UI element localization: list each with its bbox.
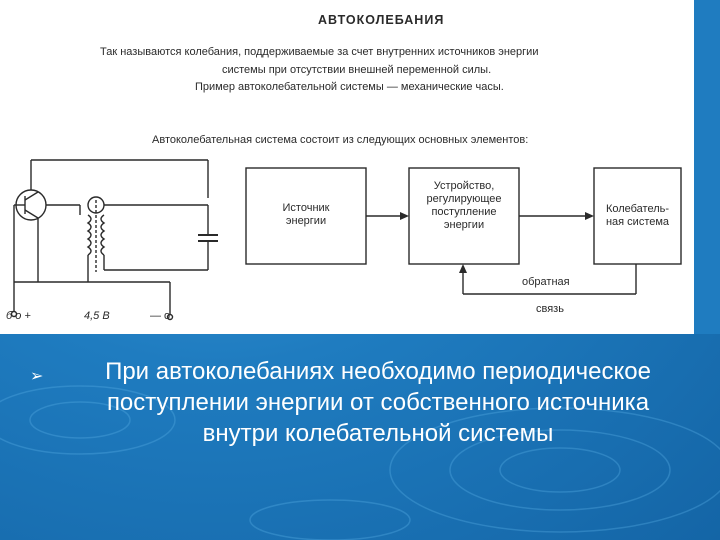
feedback-label-2: связь bbox=[536, 303, 564, 315]
circuit-schematic bbox=[10, 159, 218, 321]
scan-side-border bbox=[694, 0, 720, 334]
definition-line-1: Так называются колебания, поддерживаемые… bbox=[100, 46, 539, 58]
definition-line-2: системы при отсутствии внешней переменно… bbox=[222, 64, 492, 76]
block-label-regulator: Устройство, регулирующее поступление эне… bbox=[409, 180, 519, 232]
block-label-line: ная система bbox=[605, 216, 670, 228]
voltage-label: 4,5 В bbox=[84, 310, 110, 322]
scan-title: АВТОКОЛЕБАНИЯ bbox=[318, 13, 445, 27]
block-label-line: Источник bbox=[282, 202, 330, 214]
block-label-line: поступление bbox=[431, 206, 497, 218]
bullet-line-1: При автоколебаниях необходимо периодичес… bbox=[105, 358, 651, 385]
arrow-head-icon bbox=[459, 264, 467, 273]
diagram-drawing bbox=[10, 159, 682, 321]
bullet-line-2: поступлении энергии от собственного исто… bbox=[106, 389, 650, 416]
block-label-source: Источник энергии bbox=[246, 202, 366, 228]
arrow-bullet-icon: ➢ bbox=[30, 368, 44, 385]
bullet-line-3: внутри колебательной системы bbox=[202, 420, 554, 447]
block-label-line: регулирующее bbox=[426, 193, 502, 205]
block-label-line: энергии bbox=[285, 215, 327, 227]
arrow-head-icon bbox=[585, 212, 594, 220]
block-label-line: Колебатель- bbox=[605, 203, 670, 215]
coil-right-icon bbox=[100, 214, 106, 256]
terminal-left-label: б о + bbox=[6, 310, 31, 322]
block-label-line: Устройство, bbox=[433, 180, 495, 192]
arrow-head-icon bbox=[400, 212, 409, 220]
terminal-right-label: — о bbox=[150, 310, 171, 322]
example-line: Пример автоколебательной системы — механ… bbox=[195, 81, 504, 93]
composition-line: Автоколебательная система состоит из сле… bbox=[152, 134, 529, 146]
feedback-label-1: обратная bbox=[522, 276, 570, 288]
coil-left-icon bbox=[86, 214, 92, 256]
textbook-scan bbox=[0, 0, 694, 334]
bullet-text: При автоколебаниях необходимо периодичес… bbox=[58, 356, 698, 449]
block-label-line: энергии bbox=[443, 219, 485, 231]
block-label-oscillator: Колебатель- ная система bbox=[594, 203, 681, 229]
